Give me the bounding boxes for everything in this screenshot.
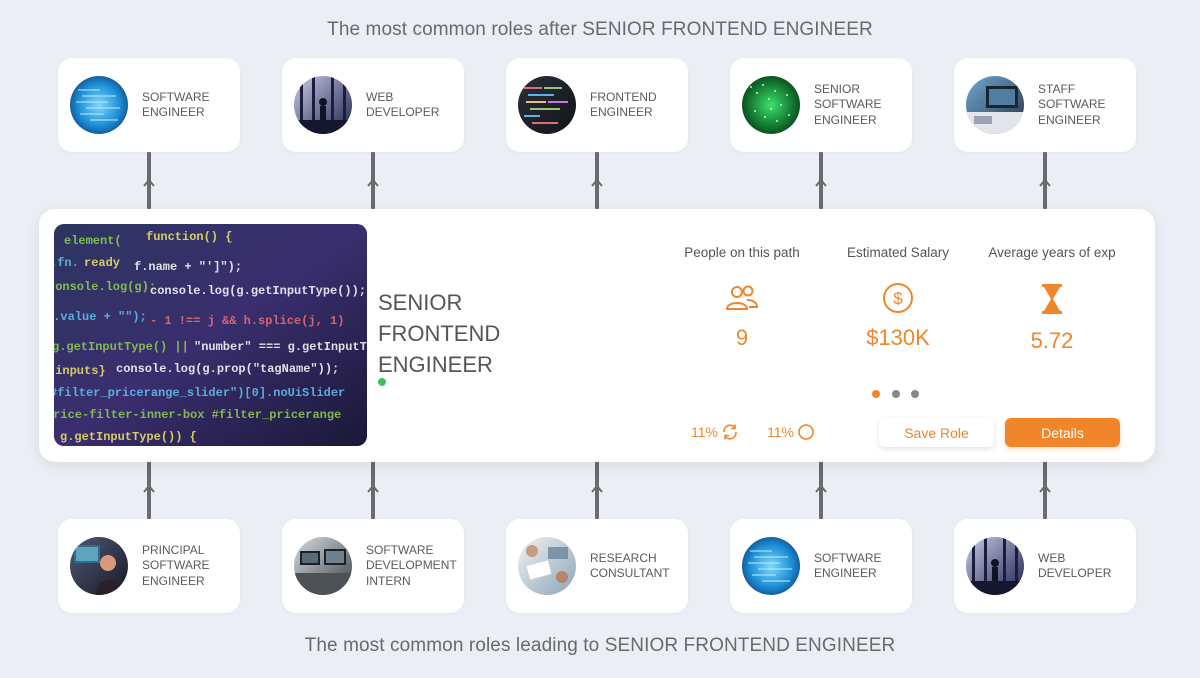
connector-line [371, 462, 375, 519]
role-label: SENIOR SOFTWARE ENGINEER [814, 81, 882, 127]
code-screen-thumbnail [518, 76, 576, 134]
role-label: WEB DEVELOPER [366, 89, 440, 120]
previous-role-card-principal-software-engineer[interactable]: PRINCIPAL SOFTWARE ENGINEER [58, 519, 240, 613]
experience-stat-value: 5.72 [1030, 328, 1074, 353]
arrow-up-icon [143, 178, 155, 187]
previous-role-card-software-engineer[interactable]: SOFTWARE ENGINEER [730, 519, 912, 613]
meeting-desk-thumbnail [518, 537, 576, 595]
arrow-up-icon [591, 484, 603, 493]
connector-line [819, 462, 823, 519]
next-role-card-web-developer[interactable]: WEB DEVELOPER [282, 58, 464, 152]
person-at-window-thumbnail [966, 537, 1024, 595]
role-label: SOFTWARE ENGINEER [814, 550, 882, 581]
salary-stat-label: Estimated Salary [846, 245, 950, 260]
connector-line [1043, 462, 1047, 519]
mini-stat-value: 11% [691, 424, 718, 440]
arrow-up-icon [1039, 484, 1051, 493]
person-monitor-thumbnail [70, 537, 128, 595]
previous-role-card-research-consultant[interactable]: RESEARCH CONSULTANT [506, 519, 688, 613]
next-roles-heading: The most common roles after SENIOR FRONT… [327, 19, 873, 40]
pager-dot[interactable] [892, 390, 900, 398]
previous-roles-heading: The most common roles leading to SENIOR … [304, 635, 896, 656]
salary-stat-value: $130K [866, 325, 930, 350]
laptop-desk-thumbnail [966, 76, 1024, 134]
people-stat-value: 9 [735, 325, 749, 350]
role-label: PRINCIPAL SOFTWARE ENGINEER [142, 542, 210, 588]
circle-icon [798, 424, 814, 440]
dollar-icon: $ [883, 283, 913, 313]
role-label: SOFTWARE ENGINEER [142, 89, 210, 120]
office-monitors-thumbnail [294, 537, 352, 595]
pager-dot-active[interactable] [872, 390, 880, 398]
people-stat-label: People on this path [684, 245, 800, 260]
mini-stat-transition: 11% [691, 423, 739, 441]
person-at-window-thumbnail [294, 76, 352, 134]
arrow-up-icon [1039, 178, 1051, 187]
next-role-card-software-engineer[interactable]: SOFTWARE ENGINEER [58, 58, 240, 152]
role-label: WEB DEVELOPER [1038, 550, 1112, 581]
svg-text:$: $ [893, 289, 903, 308]
next-role-card-senior-software-engineer[interactable]: SENIOR SOFTWARE ENGINEER [730, 58, 912, 152]
experience-stat-label: Average years of exp [988, 245, 1116, 260]
save-role-button[interactable]: Save Role [879, 418, 994, 447]
people-icon [725, 285, 759, 310]
main-role-title: SENIOR FRONTEND ENGINEER [378, 290, 501, 377]
arrow-up-icon [815, 178, 827, 187]
previous-role-card-software-development-intern[interactable]: SOFTWARE DEVELOPMENT INTERN [282, 519, 464, 613]
arrow-up-icon [143, 484, 155, 493]
arrow-up-icon [815, 484, 827, 493]
arrow-up-icon [367, 178, 379, 187]
pager-dot[interactable] [911, 390, 919, 398]
hourglass-icon [1042, 284, 1062, 314]
next-role-card-staff-software-engineer[interactable]: STAFF SOFTWARE ENGINEER [954, 58, 1136, 152]
role-label: RESEARCH CONSULTANT [590, 550, 670, 581]
next-role-card-frontend-engineer[interactable]: FRONTEND ENGINEER [506, 58, 688, 152]
mini-stat-retention: 11% [767, 423, 815, 441]
green-matrix-thumbnail [742, 76, 800, 134]
blue-code-thumbnail [70, 76, 128, 134]
role-label: FRONTEND ENGINEER [590, 89, 657, 120]
role-label: STAFF SOFTWARE ENGINEER [1038, 81, 1106, 127]
blue-code-thumbnail [742, 537, 800, 595]
arrow-up-icon [367, 484, 379, 493]
arrow-up-icon [591, 178, 603, 187]
mini-stat-value: 11% [767, 424, 794, 440]
connector-line [595, 462, 599, 519]
details-button[interactable]: Details [1005, 418, 1120, 447]
previous-role-card-web-developer[interactable]: WEB DEVELOPER [954, 519, 1136, 613]
connector-line [147, 462, 151, 519]
status-indicator [378, 378, 386, 386]
refresh-icon [723, 424, 737, 440]
role-label: SOFTWARE DEVELOPMENT INTERN [366, 542, 457, 588]
